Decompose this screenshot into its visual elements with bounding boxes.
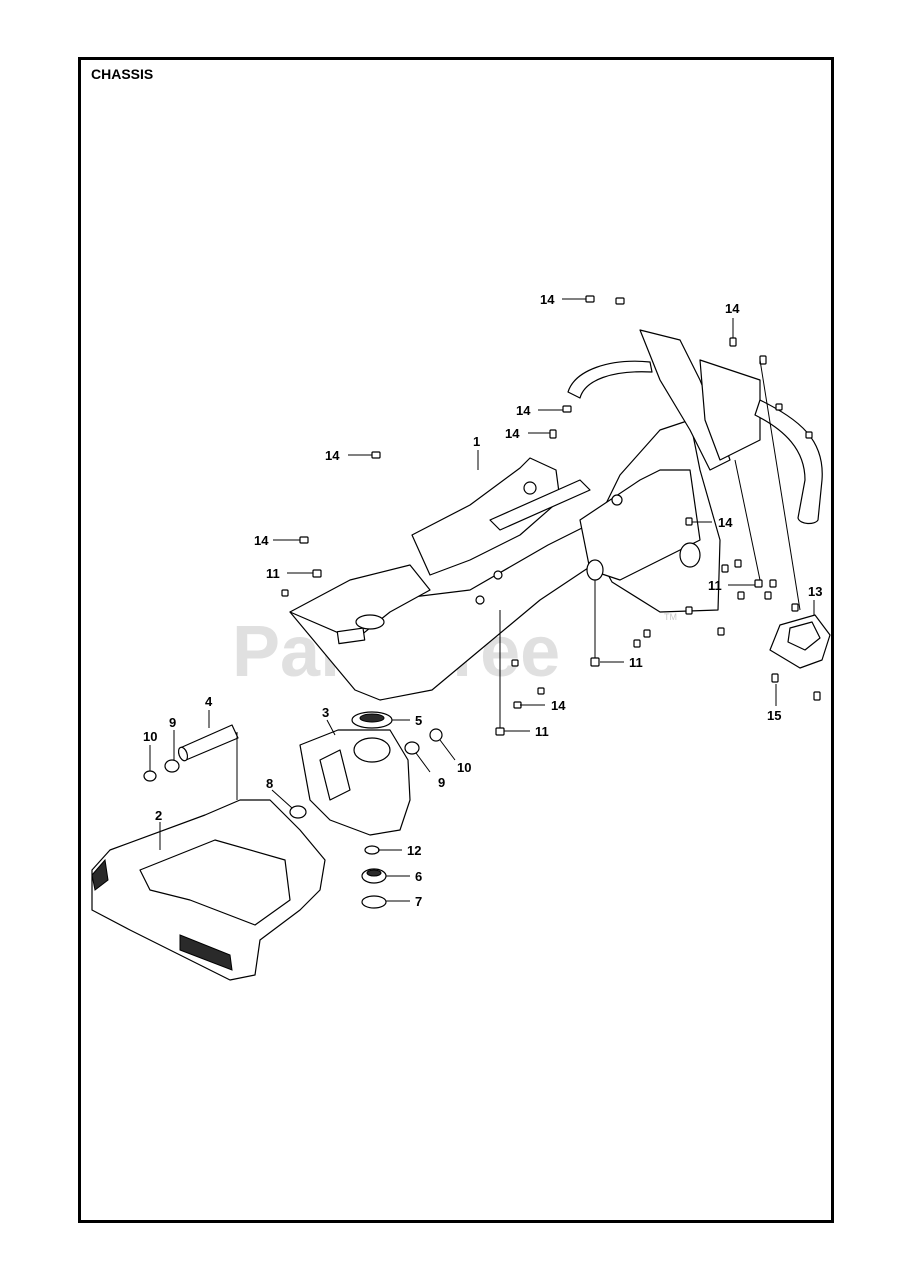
- callout-14: 14: [505, 426, 520, 441]
- part-7-washer: [361, 895, 387, 909]
- callout-14: 14: [725, 301, 740, 316]
- callout-4: 4: [205, 694, 213, 709]
- callout-12: 12: [407, 843, 421, 858]
- part-13-bracket: [769, 614, 831, 669]
- callout-5: 5: [415, 713, 422, 728]
- part-2-front-frame: [91, 799, 326, 981]
- callout-11: 11: [708, 578, 722, 593]
- leader-lines: [149, 298, 815, 902]
- part-12-ring: [364, 845, 380, 855]
- part-10-ring-right: [429, 728, 443, 742]
- watermark-tm: TM: [664, 612, 677, 622]
- diagram-frame: [78, 57, 834, 1223]
- callout-8: 8: [266, 776, 273, 791]
- callout-9: 9: [169, 715, 176, 730]
- callout-14: 14: [325, 448, 340, 463]
- part-9-washer-left: [164, 759, 180, 773]
- callout-2: 2: [155, 808, 162, 823]
- hardware-bolts: [281, 295, 821, 736]
- callout-9: 9: [438, 775, 445, 790]
- callout-14: 14: [551, 698, 566, 713]
- callout-15: 15: [767, 708, 781, 723]
- callout-7: 7: [415, 894, 422, 909]
- callout-11: 11: [535, 724, 549, 739]
- callout-1: 1: [473, 434, 480, 449]
- callout-11: 11: [266, 566, 280, 581]
- callout-10: 10: [143, 729, 157, 744]
- part-3-housing: [299, 729, 411, 836]
- part-9-washer-right: [404, 741, 420, 755]
- callout-14: 14: [516, 403, 531, 418]
- diagram-title: CHASSIS: [91, 66, 154, 82]
- callout-11: 11: [629, 655, 643, 670]
- callout-6: 6: [415, 869, 422, 884]
- part-8-seal: [289, 805, 307, 819]
- part-10-ring-left: [143, 770, 157, 782]
- callout-14: 14: [540, 292, 555, 307]
- callout-13: 13: [808, 584, 822, 599]
- part-1-chassis-frame: [289, 329, 823, 701]
- callout-14: 14: [254, 533, 269, 548]
- callout-10: 10: [457, 760, 471, 775]
- callout-labels: 14 14 14 14 14 14 14 14 1 11 11 11 11 13…: [143, 292, 822, 909]
- callout-3: 3: [322, 705, 329, 720]
- part-5-bearing: [351, 711, 393, 729]
- part-6-bearing: [361, 868, 387, 884]
- part-4-pin: [177, 724, 239, 762]
- callout-14: 14: [718, 515, 733, 530]
